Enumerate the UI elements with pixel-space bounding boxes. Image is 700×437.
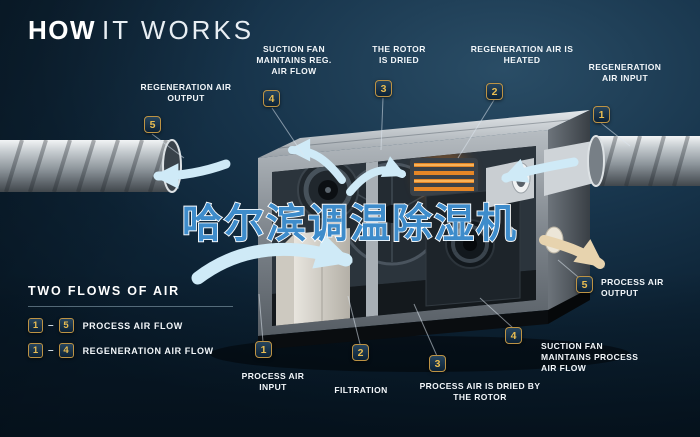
label-text: SUCTION FAN MAINTAINS PROCESS AIR FLOW: [541, 341, 639, 374]
step-5-badge: 5: [576, 276, 593, 293]
range-end-badge: 5: [58, 318, 74, 333]
legend-row-regeneration-air: 1 – 4 REGENERATION AIR FLOW: [28, 343, 233, 358]
range-start-badge: 1: [28, 318, 43, 333]
airflow-arrows: [152, 138, 605, 285]
legend-label: PROCESS AIR FLOW: [82, 320, 183, 331]
cabinet-base-side: [548, 288, 590, 324]
process-air-output-arrow: [539, 235, 605, 269]
title-it-works: IT WORKS: [102, 15, 255, 45]
step-3-badge: 3: [375, 80, 392, 97]
legend: TWO FLOWS OF AIR 1 – 5 PROCESS AIR FLOW …: [28, 284, 233, 368]
regeneration-fan: [425, 187, 521, 307]
legend-label: REGENERATION AIR FLOW: [82, 345, 214, 356]
reg-fan-arrow: [287, 138, 346, 184]
regeneration-air-input-arrow: [501, 157, 579, 183]
range-start-badge: 1: [28, 343, 43, 358]
label-text: THE ROTOR IS DRIED: [372, 44, 426, 66]
legend-row-process-air: 1 – 5 PROCESS AIR FLOW: [28, 318, 233, 333]
duct-connector: [544, 140, 598, 196]
regeneration-duct-right: [587, 135, 700, 187]
label-text: REGENERATION AIR OUTPUT: [140, 82, 232, 104]
heater: [410, 149, 478, 203]
step-3-badge: 3: [429, 355, 446, 372]
step-5-badge: 5: [144, 116, 161, 133]
legend-title: TWO FLOWS OF AIR: [28, 284, 180, 298]
range-end-badge: 4: [58, 343, 74, 358]
step-2-badge: 2: [486, 83, 503, 100]
label-text: FILTRATION: [334, 385, 388, 395]
step-4-badge: 4: [263, 90, 280, 107]
cabinet-top: [258, 110, 590, 158]
label-text: REGENERATION AIR IS HEATED: [470, 44, 574, 66]
label-text: PROCESS AIR OUTPUT: [601, 277, 664, 299]
range-dash: –: [48, 345, 54, 356]
step-4-badge: 4: [505, 327, 522, 344]
cabinet-shadow: [210, 336, 630, 372]
legend-divider: [28, 306, 233, 307]
rotor-arrow: [346, 156, 407, 196]
label-text: PROCESS AIR IS DRIED BY THE ROTOR: [419, 381, 541, 403]
regeneration-duct-left: [0, 139, 182, 193]
label-text: REGENERATION AIR INPUT: [588, 62, 662, 84]
step-1-badge: 1: [255, 341, 272, 358]
step-2-badge: 2: [352, 344, 369, 361]
title-how: HOW: [28, 15, 97, 45]
regeneration-air-output-arrow: [152, 159, 231, 189]
process-air-input-arrow: [191, 233, 354, 285]
step-1-badge: 1: [593, 106, 610, 123]
cabinet-base: [258, 310, 548, 350]
label-text: PROCESS AIR INPUT: [241, 371, 305, 393]
label-text: SUCTION FAN MAINTAINS REG. AIR FLOW: [256, 44, 332, 77]
top-seam: [278, 119, 570, 149]
divider-panel: [366, 153, 378, 319]
leader-lines: [151, 97, 631, 357]
range-dash: –: [48, 320, 54, 331]
